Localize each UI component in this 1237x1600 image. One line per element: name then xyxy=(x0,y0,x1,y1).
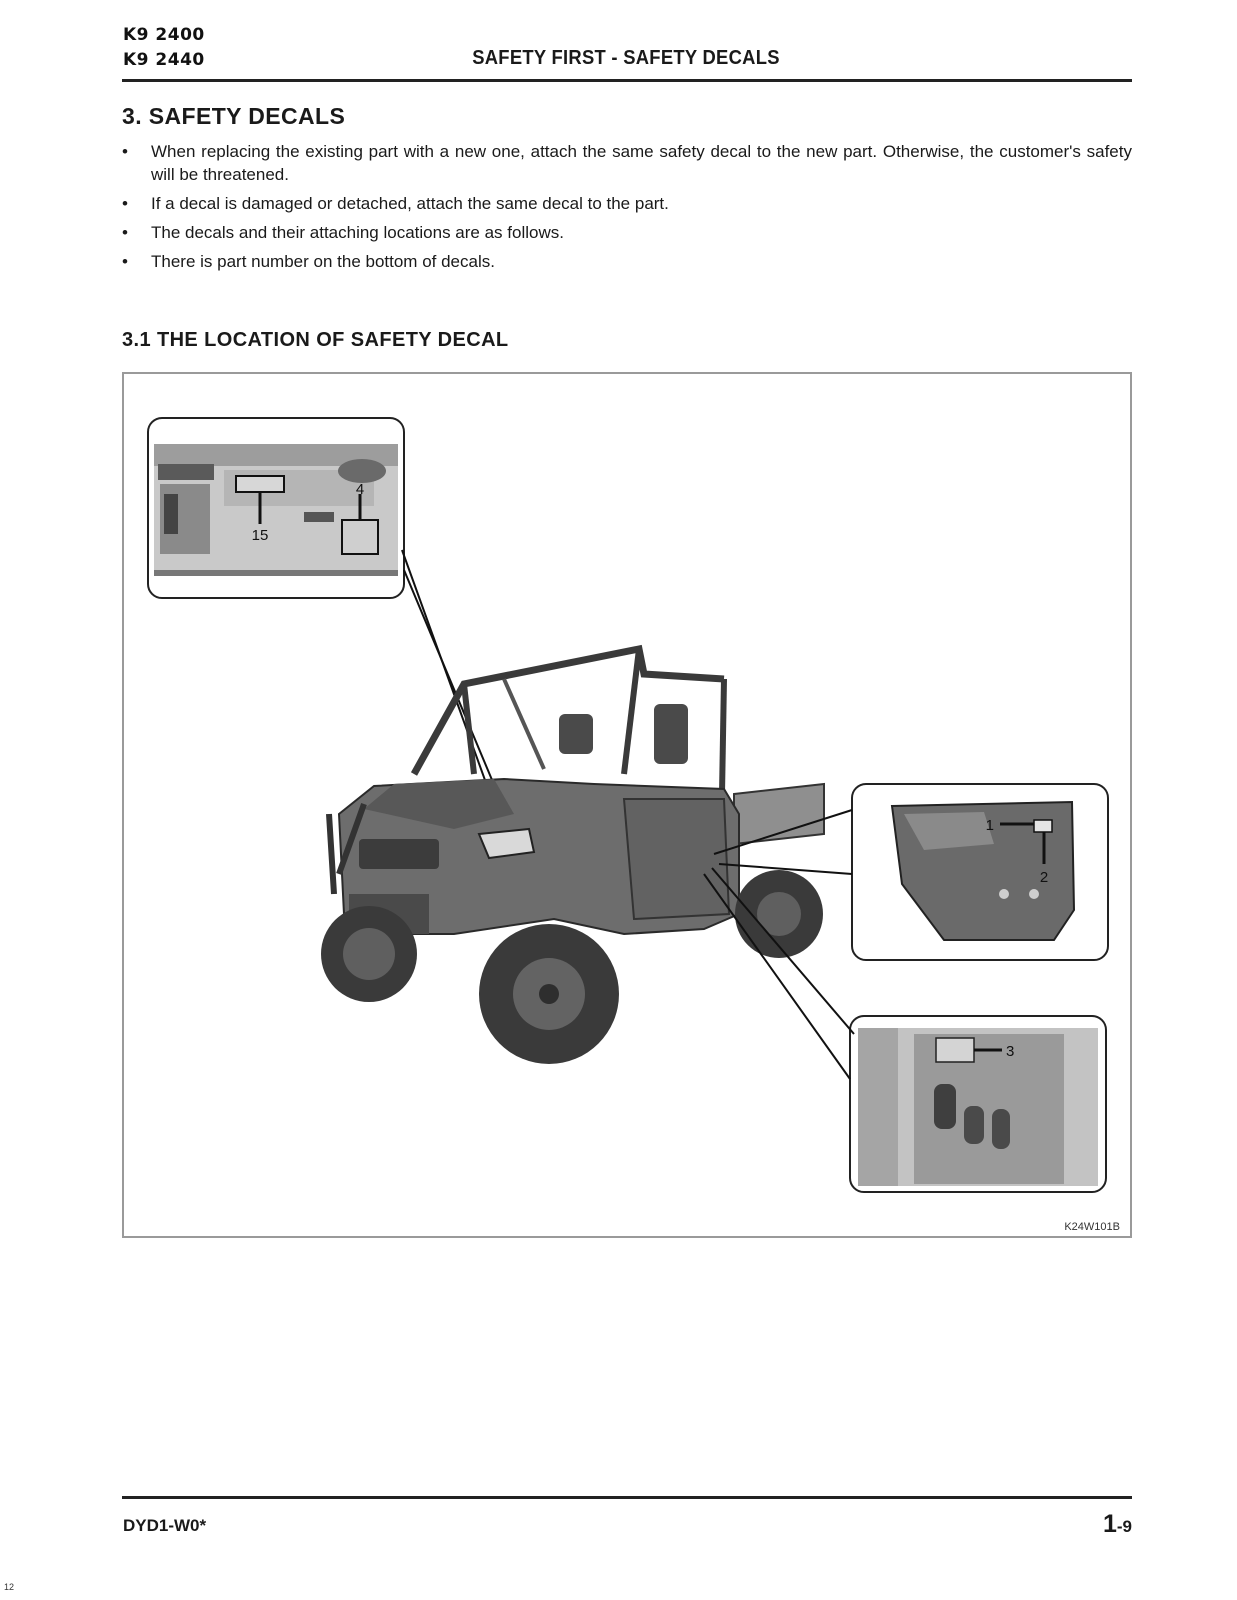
model-name-2: K9 2440 xyxy=(123,50,205,70)
leader-line xyxy=(403,569,501,800)
floor-inset: 3 xyxy=(849,1015,1107,1193)
bullet-item: When replacing the existing part with a … xyxy=(122,140,1132,186)
model-name-1: K9 2400 xyxy=(123,25,205,45)
bullet-item: The decals and their attaching locations… xyxy=(122,221,1132,244)
bullet-item: There is part number on the bottom of de… xyxy=(122,250,1132,273)
page-chapter: 1 xyxy=(1102,1510,1117,1538)
footer-rule xyxy=(122,1496,1132,1499)
callout-3: 3 xyxy=(1006,1043,1014,1060)
dashboard-inset: 4 15 xyxy=(147,417,405,599)
callout-1: 1 xyxy=(986,817,994,834)
bullet-item: If a decal is damaged or detached, attac… xyxy=(122,192,1132,215)
utv-illustration: 4 15 xyxy=(147,417,1109,1193)
leader-line xyxy=(713,809,853,855)
leader-line xyxy=(711,867,855,1035)
callout-4: 4 xyxy=(356,481,364,498)
corner-number: 12 xyxy=(4,1582,15,1592)
header-title: SAFETY FIRST - SAFETY DECALS xyxy=(472,47,780,69)
leader-line xyxy=(703,873,851,1080)
document-code: DYD1-W0* xyxy=(123,1516,207,1535)
utv-vehicle xyxy=(321,644,825,1064)
page-index: -9 xyxy=(1116,1517,1132,1536)
leader-line xyxy=(718,863,853,875)
decal-location-figure: 4 15 xyxy=(122,372,1132,1238)
figure-code: K24W101B xyxy=(1064,1221,1120,1233)
header-rule xyxy=(122,79,1132,82)
page-number: 1-9 xyxy=(1103,1510,1132,1539)
door-inset: 1 2 xyxy=(851,783,1109,961)
subsection-title: 3.1 THE LOCATION OF SAFETY DECAL xyxy=(122,329,509,351)
section-title: 3. SAFETY DECALS xyxy=(122,103,346,129)
callout-15: 15 xyxy=(252,527,269,544)
callout-2: 2 xyxy=(1040,869,1048,886)
bullet-list: When replacing the existing part with a … xyxy=(122,140,1132,279)
